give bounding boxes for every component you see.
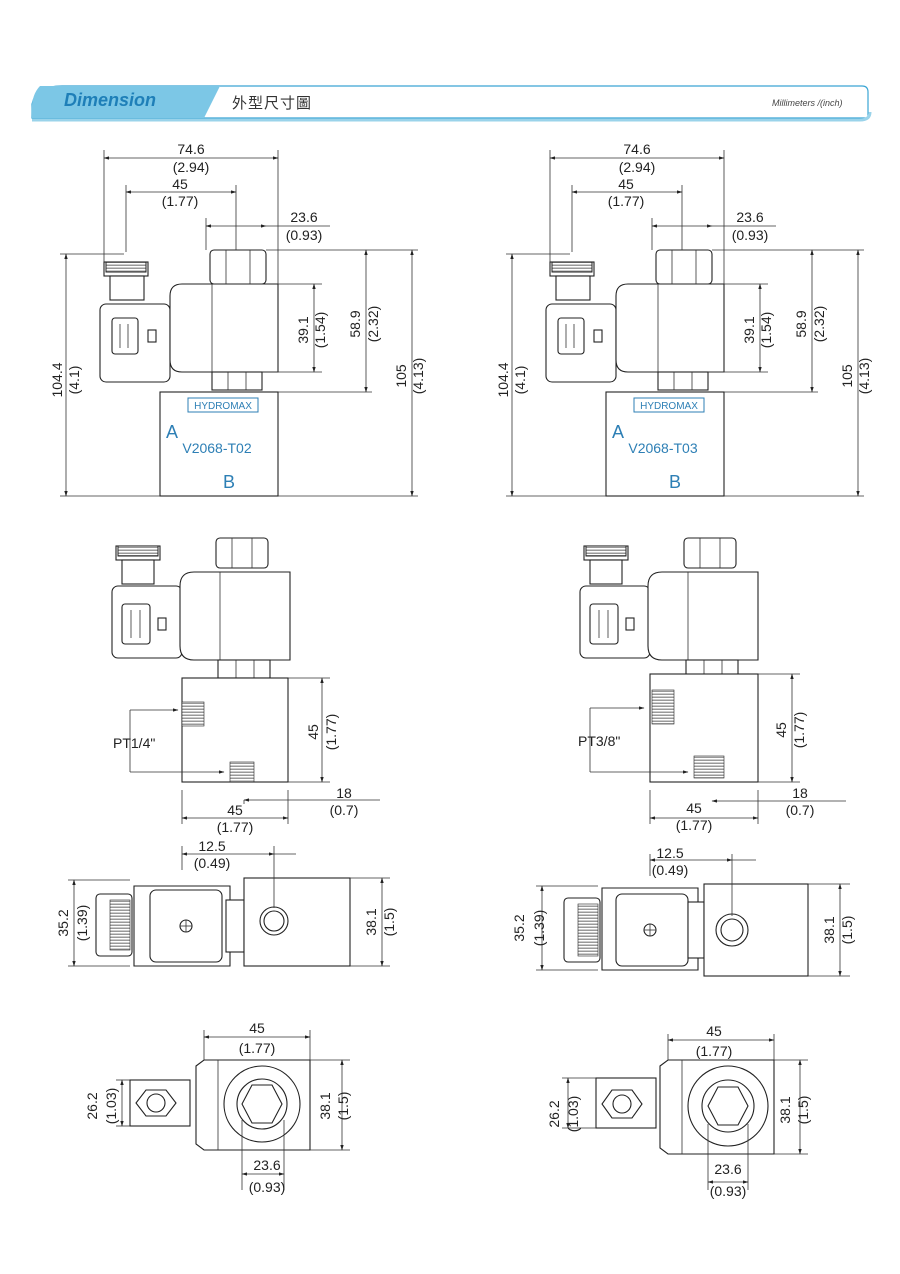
dim-39-1-inch: (1.54) bbox=[758, 312, 774, 349]
dim-45-width-inch: (1.77) bbox=[217, 819, 254, 835]
dim-45-bottom-inch: (1.77) bbox=[696, 1043, 733, 1059]
dim-39-1: 39.1 bbox=[741, 316, 757, 343]
dim-39-1: 39.1 bbox=[295, 316, 311, 343]
dim-23-6: 23.6 bbox=[290, 209, 317, 225]
left-front-view: HYDROMAX A V2068-T02 B 74.6 (2.94) 45 (1… bbox=[49, 141, 426, 497]
dim-18-inch: (0.7) bbox=[786, 802, 815, 818]
dim-45-height: 45 bbox=[305, 724, 321, 740]
port-size-label: PT1/4" bbox=[113, 735, 155, 751]
dim-35-2: 35.2 bbox=[55, 909, 71, 936]
dim-23-6-bottom-inch: (0.93) bbox=[710, 1183, 747, 1199]
dim-26-2: 26.2 bbox=[84, 1092, 100, 1119]
dim-26-2-inch: (1.03) bbox=[565, 1096, 581, 1133]
dim-38-1-inch: (1.5) bbox=[839, 916, 855, 945]
section-title: Dimension bbox=[64, 90, 157, 110]
model-label: V2068-T02 bbox=[182, 440, 251, 456]
dim-39-1-inch: (1.54) bbox=[312, 312, 328, 349]
dim-104-4-inch: (4.1) bbox=[512, 366, 528, 395]
section-subtitle: 外型尺寸圖 bbox=[232, 94, 313, 112]
port-a-label: A bbox=[166, 422, 178, 442]
units-label: Millimeters /(inch) bbox=[772, 98, 843, 108]
dim-26-2: 26.2 bbox=[546, 1100, 562, 1127]
dim-45: 45 bbox=[618, 176, 634, 192]
dim-18-inch: (0.7) bbox=[330, 802, 359, 818]
right-bottom-view: 45 (1.77) 38.1 (1.5) 26.2 (1.03) 23.6 (0… bbox=[546, 1023, 811, 1199]
left-top-view: 12.5 (0.49) 35.2 (1.39) 38.1 (1.5) bbox=[55, 838, 397, 967]
right-side-view: PT3/8" 45 (1.77) 45 (1.77) 18 (0.7) bbox=[578, 537, 846, 833]
dim-45-inch: (1.77) bbox=[162, 193, 199, 209]
dim-45-inch: (1.77) bbox=[608, 193, 645, 209]
dim-104-4: 104.4 bbox=[495, 362, 511, 397]
dim-74-6: 74.6 bbox=[177, 141, 204, 157]
brand-label: HYDROMAX bbox=[194, 401, 252, 412]
dim-26-2-inch: (1.03) bbox=[103, 1088, 119, 1125]
dim-104-4: 104.4 bbox=[49, 362, 65, 397]
left-side-view: PT1/4" 45 (1.77) 45 (1.77) 18 (0.7) bbox=[111, 537, 380, 835]
port-size-label: PT3/8" bbox=[578, 733, 620, 749]
model-label: V2068-T03 bbox=[628, 440, 697, 456]
dim-105-inch: (4.13) bbox=[410, 358, 426, 395]
dim-12-5-inch: (0.49) bbox=[652, 862, 689, 878]
dim-74-6: 74.6 bbox=[623, 141, 650, 157]
dim-74-6-inch: (2.94) bbox=[619, 159, 656, 175]
dim-23-6: 23.6 bbox=[736, 209, 763, 225]
dim-58-9: 58.9 bbox=[793, 310, 809, 337]
dim-18: 18 bbox=[792, 785, 808, 801]
port-b-label: B bbox=[223, 472, 235, 492]
dim-38-1-bottom: 38.1 bbox=[317, 1092, 333, 1119]
port-b-label: B bbox=[669, 472, 681, 492]
dim-23-6-bottom: 23.6 bbox=[714, 1161, 741, 1177]
dim-74-6-inch: (2.94) bbox=[173, 159, 210, 175]
dim-45-bottom: 45 bbox=[249, 1020, 265, 1036]
dim-35-2: 35.2 bbox=[511, 914, 527, 941]
port-a-label: A bbox=[612, 422, 624, 442]
dim-35-2-inch: (1.39) bbox=[74, 905, 90, 942]
dim-58-9-inch: (2.32) bbox=[811, 306, 827, 343]
dim-35-2-inch: (1.39) bbox=[531, 910, 547, 947]
dim-12-5: 12.5 bbox=[198, 838, 225, 854]
brand-label: HYDROMAX bbox=[640, 401, 698, 412]
dim-38-1-bottom-inch: (1.5) bbox=[795, 1096, 811, 1125]
dim-45-bottom: 45 bbox=[706, 1023, 722, 1039]
dim-38-1-bottom-inch: (1.5) bbox=[335, 1092, 351, 1121]
dim-38-1: 38.1 bbox=[821, 916, 837, 943]
dim-38-1: 38.1 bbox=[363, 908, 379, 935]
dim-45-width: 45 bbox=[227, 802, 243, 818]
left-bottom-view: 45 (1.77) 38.1 (1.5) 26.2 (1.03) 23.6 (0… bbox=[84, 1020, 351, 1195]
banner-shape bbox=[31, 85, 872, 122]
dim-38-1-bottom: 38.1 bbox=[777, 1096, 793, 1123]
dim-45-height-inch: (1.77) bbox=[323, 714, 339, 751]
dim-38-1-inch: (1.5) bbox=[381, 908, 397, 937]
dim-23-6-bottom-inch: (0.93) bbox=[249, 1179, 286, 1195]
dim-45: 45 bbox=[172, 176, 188, 192]
dim-105: 105 bbox=[393, 364, 409, 388]
header-banner: Dimension 外型尺寸圖 Millimeters /(inch) bbox=[0, 0, 900, 140]
dim-45-width-inch: (1.77) bbox=[676, 817, 713, 833]
dim-45-height-inch: (1.77) bbox=[791, 712, 807, 749]
dim-105: 105 bbox=[839, 364, 855, 388]
dim-23-6-inch: (0.93) bbox=[732, 227, 769, 243]
dim-105-inch: (4.13) bbox=[856, 358, 872, 395]
dim-12-5-inch: (0.49) bbox=[194, 855, 231, 871]
dim-23-6-bottom: 23.6 bbox=[253, 1157, 280, 1173]
dim-23-6-inch: (0.93) bbox=[286, 227, 323, 243]
right-top-view: 12.5 (0.49) 35.2 (1.39) 38.1 (1.5) bbox=[511, 845, 855, 977]
dim-58-9: 58.9 bbox=[347, 310, 363, 337]
dim-45-bottom-inch: (1.77) bbox=[239, 1040, 276, 1056]
dim-104-4-inch: (4.1) bbox=[66, 366, 82, 395]
dim-45-height: 45 bbox=[773, 722, 789, 738]
dim-58-9-inch: (2.32) bbox=[365, 306, 381, 343]
dim-12-5: 12.5 bbox=[656, 845, 683, 861]
right-front-view: HYDROMAX A V2068-T03 B 74.6 (2.94) 45 (1… bbox=[495, 141, 872, 497]
dim-18: 18 bbox=[336, 785, 352, 801]
dim-45-width: 45 bbox=[686, 800, 702, 816]
